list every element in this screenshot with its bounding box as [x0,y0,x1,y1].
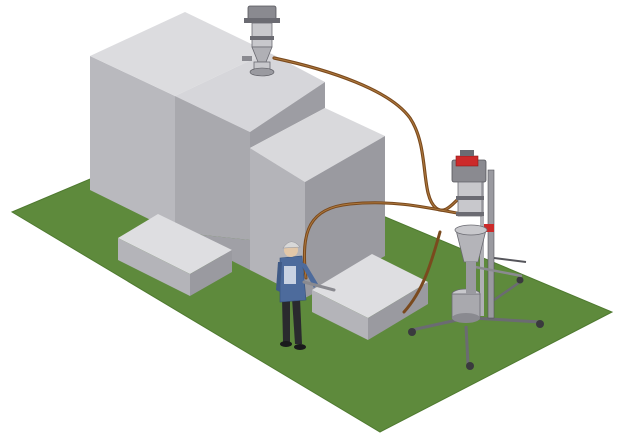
pallet-left-front [118,238,190,296]
bin-block-front-right-face [305,136,385,298]
worker-arm [300,262,318,288]
caster-wheel-right [536,320,544,328]
control-panel-red [455,155,479,167]
unit-hopper-rim [454,224,488,236]
worker-leg-left [282,298,290,342]
motor-cap [460,150,474,156]
frame-handle [493,257,527,263]
receiver-top-lid [244,18,280,23]
caster-wheel-back [516,276,524,284]
worker-leg-right [292,298,302,344]
bin-block-back-left-face [90,56,175,232]
unit-lower-drum-bottom [452,313,480,323]
worker-shoe-right [294,344,306,350]
worker-helmet [282,241,301,249]
bin-block-mid-left-face [175,96,250,240]
bin-block-front-top [250,108,385,182]
bin-block-back-top [90,12,268,96]
pallet-box-left [118,214,232,296]
pallet-left-top [118,214,232,274]
pallet-right-top [312,254,428,318]
mobile-conveyor-frame [408,150,544,370]
receiver-base-ring [249,67,275,77]
frame-cross-arm [469,264,523,278]
worker-arm-back [276,262,282,292]
pallet-box-right [312,254,428,340]
suction-wand [302,280,336,292]
caster-wheel-left [408,328,416,336]
pallet-right-front [312,290,368,340]
storage-bin-large [90,12,385,298]
bin-block-mid-front-step [250,82,325,148]
unit-clamp-band-2 [456,212,484,216]
frame-leg-front [464,325,470,365]
frame-mast [487,169,495,319]
receiver-top-motor [247,5,277,21]
pallet-left-side [190,250,232,296]
pallet-right-side [368,282,428,340]
receiver-body [251,22,273,48]
unit-connector-pipe [466,262,476,294]
discharge-hose [402,230,442,314]
frame-leg-right [471,316,541,324]
operator-worker [276,241,336,350]
worker-shoe-left [280,341,292,347]
vacuum-conveying-hose-highlight [273,57,463,211]
receiver-nozzle [242,56,252,61]
bin-block-mid-top [175,52,325,132]
discharge-valve-red [484,224,494,232]
worker-shirt-panel [284,266,296,284]
receiver-clamp-band [250,36,274,40]
unit-clamp-band-1 [456,196,484,200]
suction-hose-highlight [303,202,463,279]
frame-leg-back [493,280,521,302]
vacuum-receiver-top [242,5,280,77]
caster-wheel-front [466,362,474,370]
